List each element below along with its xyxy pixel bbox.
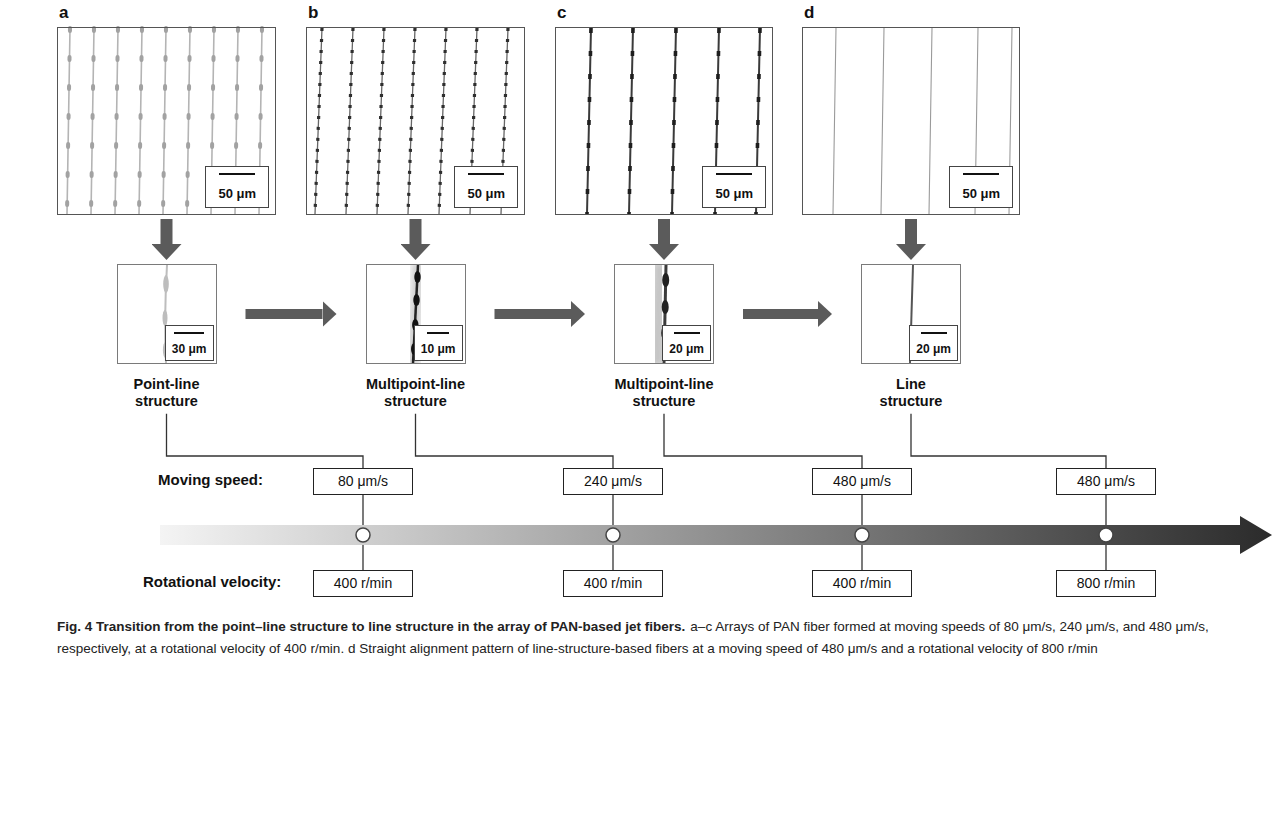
parameter-box: 80 μm/s xyxy=(313,468,413,495)
parameter-box: 400 r/min xyxy=(812,570,912,597)
connector-line xyxy=(664,414,862,468)
parameter-value: 800 r/min xyxy=(1077,575,1135,591)
parameter-box: 480 μm/s xyxy=(812,468,912,495)
zoom-micrograph: Multipoint-line structure 20 μm xyxy=(589,264,739,411)
timeline-point xyxy=(356,528,370,542)
micrograph-panel: c50 μm xyxy=(555,27,773,215)
parameter-value: 480 μm/s xyxy=(1077,473,1135,489)
scale-bar: 50 μm xyxy=(702,166,766,208)
fiber-array-d xyxy=(833,28,1012,214)
parameter-box: 400 r/min xyxy=(563,570,663,597)
scale-bar: 20 μm xyxy=(662,325,711,361)
block-arrow xyxy=(743,309,818,319)
scale-label: 10 μm xyxy=(421,342,456,356)
panel-letter: c xyxy=(557,3,566,23)
panel-letter: d xyxy=(804,3,814,23)
parameter-box: 480 μm/s xyxy=(1056,468,1156,495)
scale-label: 20 μm xyxy=(669,342,704,356)
scale-bar: 50 μm xyxy=(949,166,1013,208)
fiber-array-c xyxy=(587,28,760,214)
parameter-box: 400 r/min xyxy=(313,570,413,597)
micrograph-panel: d50 μm xyxy=(802,27,1020,215)
structure-label: Multipoint-line structure xyxy=(346,376,486,411)
scale-label: 20 μm xyxy=(916,342,951,356)
zoom-micrograph: Line structure 20 μm xyxy=(836,264,986,411)
block-arrow xyxy=(658,219,670,244)
structure-label: Multipoint-line structure xyxy=(594,376,734,411)
timeline-point xyxy=(855,528,869,542)
parameter-value: 400 r/min xyxy=(584,575,642,591)
parameter-value: 480 μm/s xyxy=(833,473,891,489)
scale-bar: 10 μm xyxy=(414,325,463,361)
scale-label: 50 μm xyxy=(962,186,1000,201)
panel-letter: a xyxy=(59,3,68,23)
connector-line xyxy=(911,414,1106,468)
timeline-point xyxy=(606,528,620,542)
panel-letter: b xyxy=(308,3,318,23)
block-arrow xyxy=(495,309,572,319)
axis-label: Rotational velocity: xyxy=(143,573,281,590)
gradient-arrow xyxy=(160,516,1272,554)
scale-bar: 50 μm xyxy=(205,166,269,208)
scale-label: 50 μm xyxy=(218,186,256,201)
timeline-point xyxy=(1099,528,1113,542)
figure-caption: Fig. 4 Transition from the point–line st… xyxy=(57,616,1242,660)
parameter-box: 800 r/min xyxy=(1056,570,1156,597)
scale-bar: 20 μm xyxy=(909,325,958,361)
fiber-array-b xyxy=(315,28,508,214)
micrograph-panel: a50 μm xyxy=(57,27,276,215)
axis-label: Moving speed: xyxy=(158,471,263,488)
structure-label: Point-line structure xyxy=(107,376,227,411)
scale-bar: 50 μm xyxy=(454,166,518,208)
parameter-box: 240 μm/s xyxy=(563,468,663,495)
connector-line xyxy=(167,414,364,468)
scale-bar: 30 μm xyxy=(165,325,214,361)
block-arrow xyxy=(410,219,422,244)
fiber-array-a xyxy=(67,28,262,214)
connector-line xyxy=(416,414,614,468)
figure-title: Fig. 4 Transition from the point–line st… xyxy=(57,619,685,634)
scale-label: 50 μm xyxy=(715,186,753,201)
zoom-micrograph: Multipoint-line structure 10 μm xyxy=(341,264,491,411)
scale-label: 30 μm xyxy=(172,342,207,356)
block-arrow xyxy=(246,309,323,319)
zoom-micrograph: Point-line structure 30 μm xyxy=(92,264,242,411)
block-arrow xyxy=(161,219,173,244)
block-arrow xyxy=(905,219,917,244)
micrograph-panel: b50 μm xyxy=(306,27,525,215)
structure-label: Line structure xyxy=(866,376,956,411)
scale-label: 50 μm xyxy=(467,186,505,201)
parameter-value: 400 r/min xyxy=(833,575,891,591)
parameter-value: 400 r/min xyxy=(334,575,392,591)
parameter-value: 240 μm/s xyxy=(584,473,642,489)
parameter-value: 80 μm/s xyxy=(338,473,388,489)
